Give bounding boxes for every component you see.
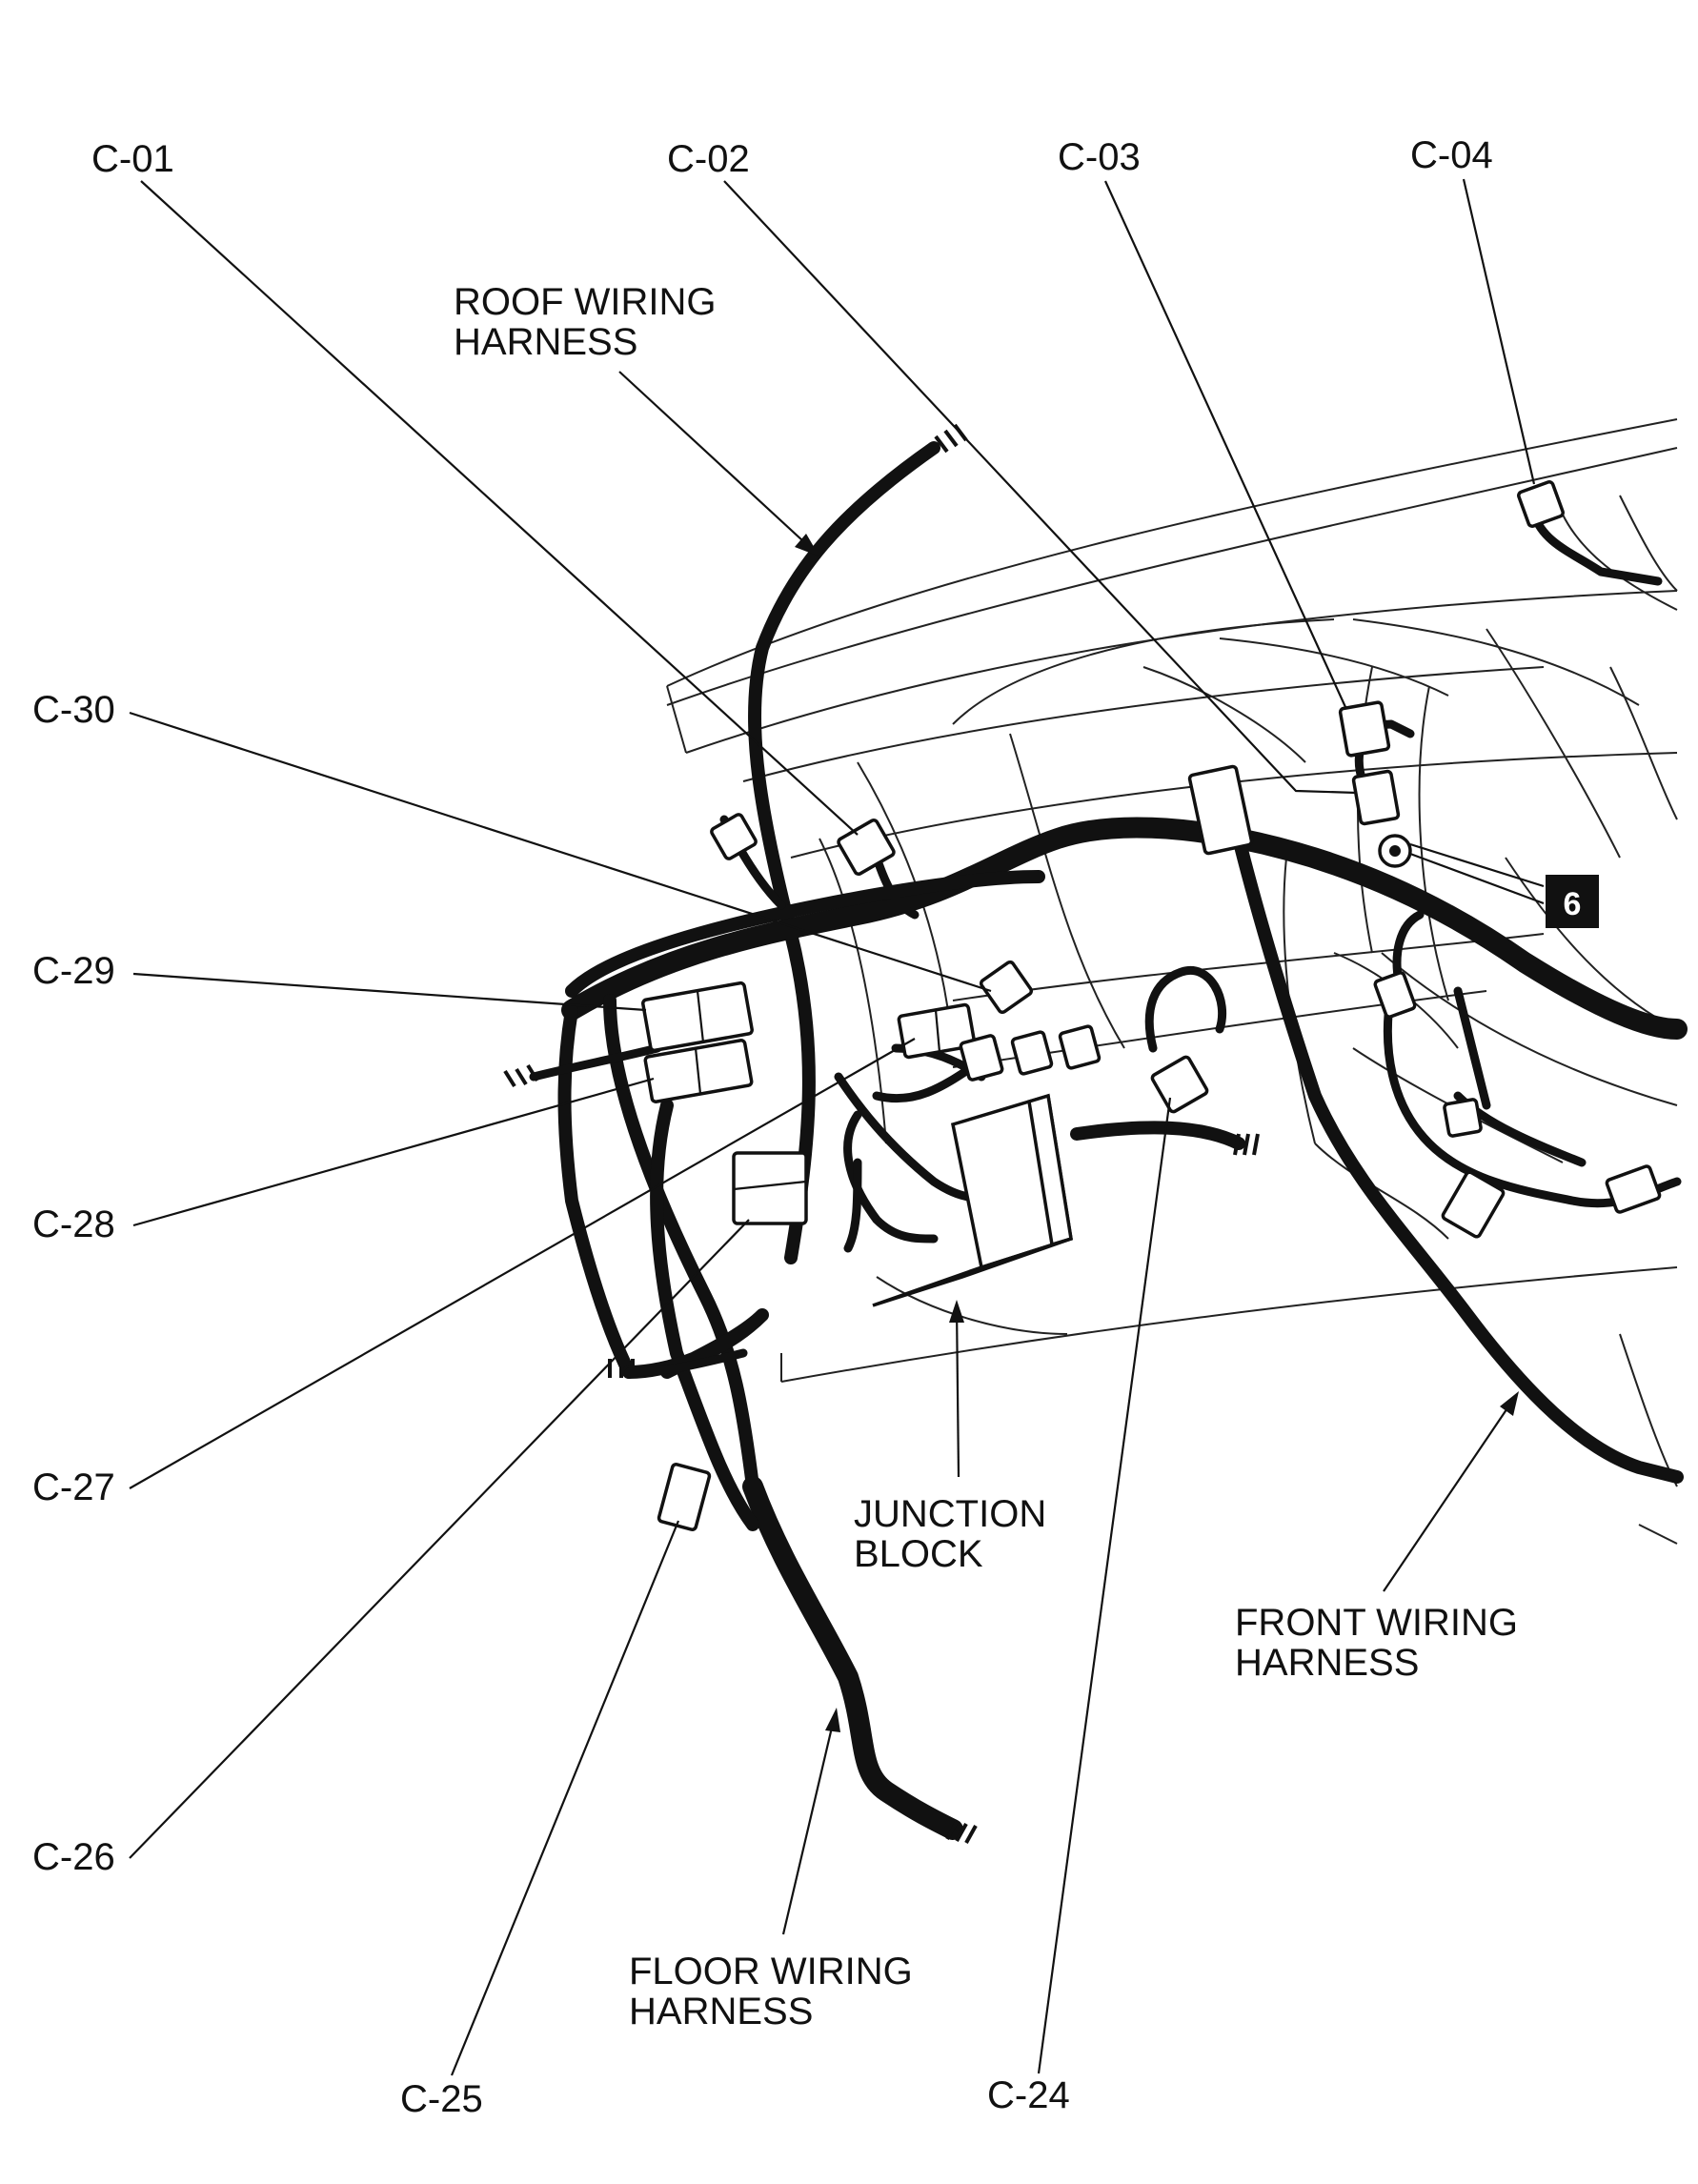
label-pointers [618,371,1519,1935]
junction-block-label-line2: BLOCK [854,1533,983,1575]
front-wiring-harness [1232,832,1684,1484]
main-dash-harness [503,817,1688,1493]
label-c04: C-04 [1410,134,1493,176]
label-c27: C-27 [32,1466,115,1508]
label-c02: C-02 [667,138,750,180]
roof-harness-label-line1: ROOF WIRING [454,281,717,323]
label-c25: C-25 [400,2078,483,2120]
callout-badge: 6 [1546,875,1599,928]
front-harness-label-line1: FRONT WIRING [1235,1602,1518,1644]
junction-block-shape [872,1093,1073,1307]
floor-harness-label-line2: HARNESS [629,1991,813,2032]
label-c28: C-28 [32,1203,115,1245]
harness-labels: ROOF WIRING HARNESS JUNCTION BLOCK FRONT… [454,281,1518,2032]
connector-labels: C-01 C-02 C-03 C-04 C-30 C-29 C-28 C-27 … [32,134,1493,2120]
label-c01: C-01 [91,138,174,180]
callout-number: 6 [1564,886,1582,922]
connector-shapes [641,480,1662,1531]
callout-box [1546,875,1599,928]
label-c26: C-26 [32,1836,115,1878]
label-c29: C-29 [32,950,115,992]
junction-block-label-line1: JUNCTION [854,1493,1046,1535]
front-harness-label-line2: HARNESS [1235,1642,1419,1684]
floor-wiring-harness [608,1099,978,1844]
vehicle-body-outline [666,418,1678,1545]
floor-harness-label-line1: FLOOR WIRING [629,1951,913,1992]
label-c03: C-03 [1058,136,1141,178]
leader-lines [129,178,1545,2076]
label-c24: C-24 [987,2074,1070,2116]
roof-harness-label-line2: HARNESS [454,321,637,363]
label-c30: C-30 [32,689,115,731]
